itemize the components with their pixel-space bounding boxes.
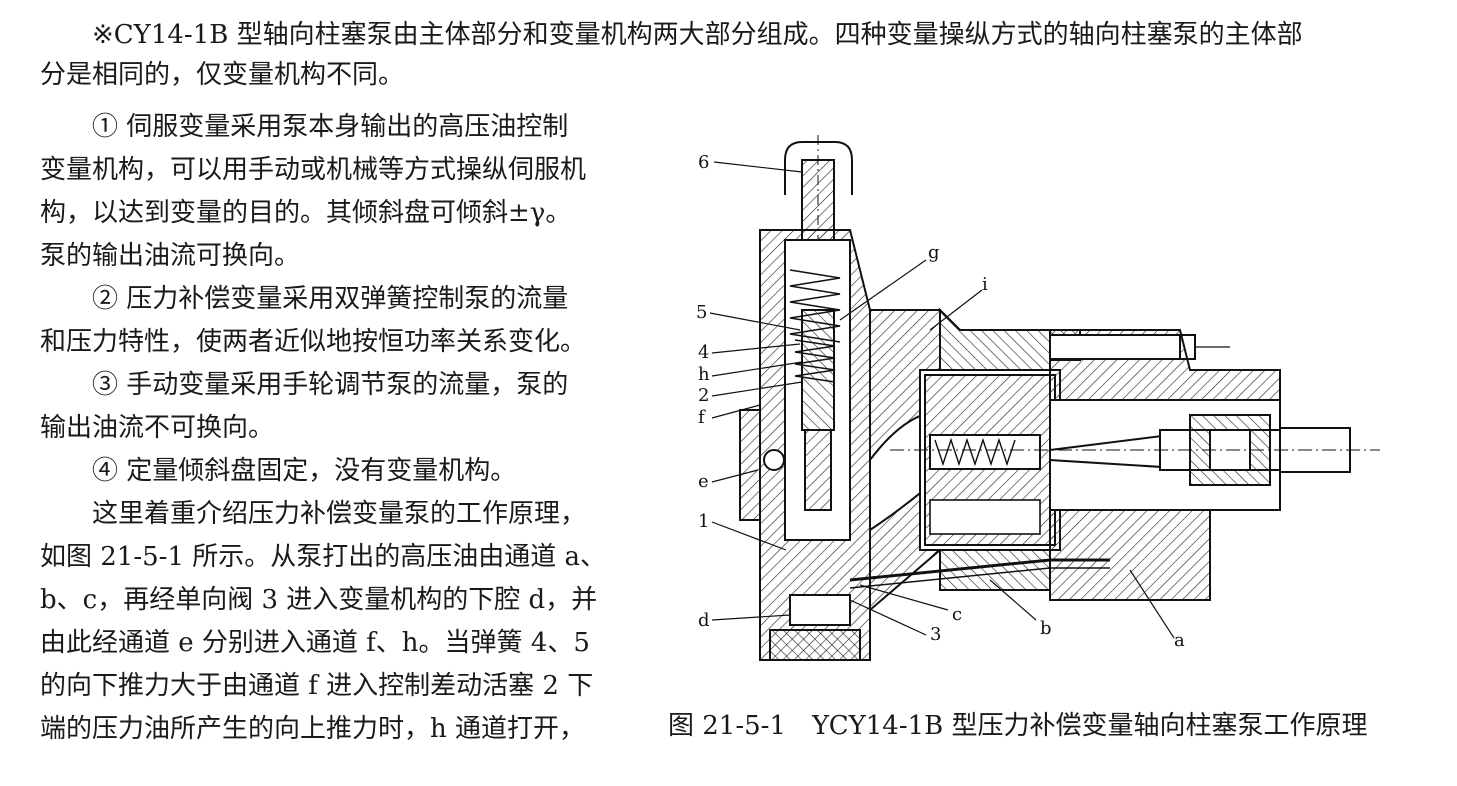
item3-line1: ③ 手动变量采用手轮调节泵的流量，泵的 xyxy=(92,370,569,400)
label-2: 2 xyxy=(698,385,709,406)
label-e: e xyxy=(698,471,709,492)
pump-cross-section-diagram: 6 g i 5 4 h 2 f e 1 d c 3 b a xyxy=(696,135,1380,661)
label-1: 1 xyxy=(698,511,709,532)
item3-line2: 输出油流不可换向。 xyxy=(40,413,275,443)
para2-line6: 端的压力油所产生的向上推力时，h 通道打开， xyxy=(40,714,586,744)
para2-line2: 如图 21-5-1 所示。从泵打出的高压油由通道 a、 xyxy=(40,542,607,572)
para2-line5: 的向下推力大于由通道 f 进入控制差动活塞 2 下 xyxy=(40,671,594,701)
para1-line1: ※CY14-1B 型轴向柱塞泵由主体部分和变量机构两大部分组成。四种变量操纵方式… xyxy=(92,20,1303,50)
label-d: d xyxy=(698,610,710,631)
label-5: 5 xyxy=(696,302,707,323)
label-h: h xyxy=(698,364,710,385)
label-a: a xyxy=(1174,630,1185,651)
label-c: c xyxy=(952,604,962,625)
label-g: g xyxy=(928,242,940,263)
para2-line4: 由此经通道 e 分别进入通道 f、h。当弹簧 4、5 xyxy=(40,628,590,658)
label-6: 6 xyxy=(698,152,709,173)
item4-line1: ④ 定量倾斜盘固定，没有变量机构。 xyxy=(92,456,517,486)
para2-line1: 这里着重介绍压力补偿变量泵的工作原理， xyxy=(92,499,587,529)
figure-caption: 图 21-5-1 YCY14-1B 型压力补偿变量轴向柱塞泵工作原理 xyxy=(668,711,1368,741)
para2-line3: b、c，再经单向阀 3 进入变量机构的下腔 d，并 xyxy=(40,585,598,615)
item1-line1: ① 伺服变量采用泵本身输出的高压油控制 xyxy=(92,112,569,142)
pump-body xyxy=(739,135,1380,661)
label-f: f xyxy=(698,407,706,428)
label-b: b xyxy=(1040,618,1052,639)
leader-lines xyxy=(709,161,1175,639)
item2-line2: 和压力特性，使两者近似地按恒功率关系变化。 xyxy=(40,327,587,357)
label-3: 3 xyxy=(930,624,941,645)
item1-line2: 变量机构，可以用手动或机械等方式操纵伺服机 xyxy=(40,155,587,185)
label-i: i xyxy=(982,274,988,295)
item2-line1: ② 压力补偿变量采用双弹簧控制泵的流量 xyxy=(92,284,569,314)
label-4: 4 xyxy=(698,342,709,363)
item1-line4: 泵的输出油流可换向。 xyxy=(40,241,301,271)
item1-line3: 构，以达到变量的目的。其倾斜盘可倾斜±γ。 xyxy=(40,198,572,228)
para1-line2: 分是相同的，仅变量机构不同。 xyxy=(40,60,405,90)
figure-labels: 6 g i 5 4 h 2 f e 1 d c 3 b a xyxy=(696,152,1185,651)
